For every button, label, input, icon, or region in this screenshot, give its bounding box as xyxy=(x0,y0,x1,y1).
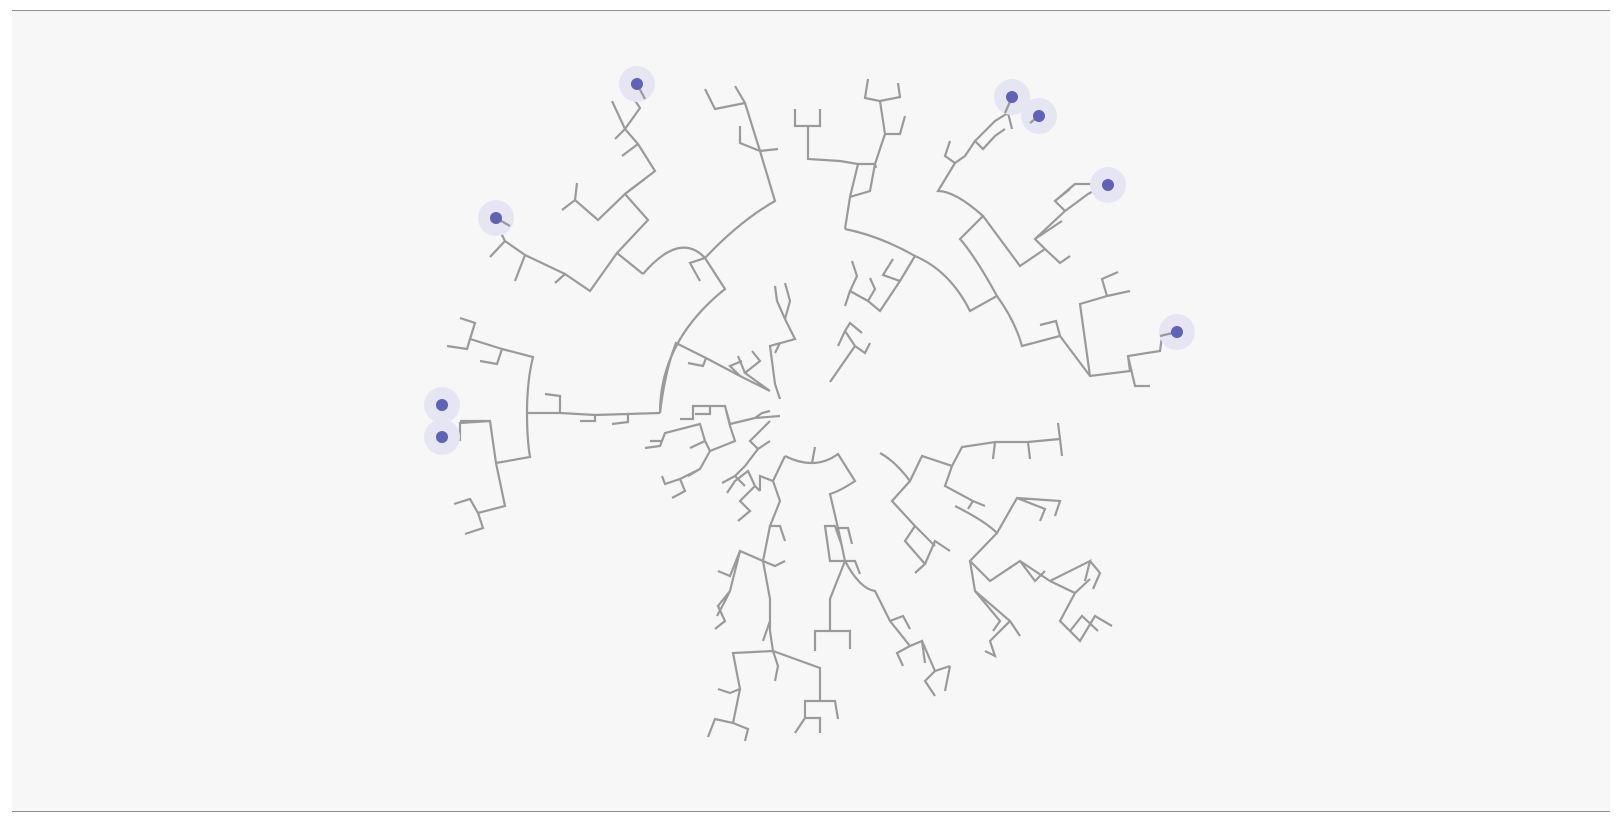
branch xyxy=(890,480,951,574)
branch xyxy=(968,560,1021,659)
highlighted-leaves xyxy=(424,66,1195,455)
branch xyxy=(810,446,817,464)
branch xyxy=(844,560,952,697)
highlighted-leaf[interactable] xyxy=(424,387,460,423)
radial-dendrogram xyxy=(424,66,1195,742)
branch xyxy=(527,392,661,426)
branch xyxy=(784,452,862,575)
branch xyxy=(704,85,779,259)
clade-upper-center xyxy=(793,78,917,383)
branch xyxy=(453,412,532,536)
branch xyxy=(748,420,771,450)
branch xyxy=(658,341,771,414)
clade-inner-lower-left xyxy=(644,404,781,499)
branch xyxy=(658,256,727,414)
highlighted-leaf[interactable] xyxy=(424,419,460,455)
clade-left xyxy=(446,316,661,536)
branch xyxy=(489,220,644,293)
highlighted-leaf[interactable] xyxy=(619,66,655,102)
branch xyxy=(829,321,871,383)
branch xyxy=(721,440,771,487)
highlighted-leaf[interactable] xyxy=(1159,314,1195,350)
branch xyxy=(996,270,1169,388)
branch xyxy=(982,182,1101,268)
branch xyxy=(624,178,646,195)
branch xyxy=(813,560,852,651)
branch xyxy=(561,95,657,254)
clade-upper-right xyxy=(914,111,1169,388)
clade-upper-left xyxy=(489,85,779,414)
branch xyxy=(446,316,535,414)
highlighted-leaf[interactable] xyxy=(1090,167,1126,203)
branch xyxy=(726,469,761,522)
highlighted-leaf[interactable] xyxy=(1021,98,1057,134)
tree-canvas xyxy=(12,10,1610,812)
branch xyxy=(706,560,840,742)
clade-lower-bottom xyxy=(706,420,840,742)
branch xyxy=(714,455,787,630)
clade-lower-center xyxy=(784,446,952,697)
branch xyxy=(954,496,1113,643)
highlighted-leaf[interactable] xyxy=(478,200,514,236)
branch xyxy=(879,422,1064,510)
branch xyxy=(793,78,907,230)
branch xyxy=(914,111,1014,313)
clade-lower-right xyxy=(879,422,1113,659)
clade-inner-left xyxy=(658,282,797,414)
branch xyxy=(768,282,797,400)
branch xyxy=(644,404,781,499)
branch xyxy=(642,246,706,275)
highlighted-leaf[interactable] xyxy=(994,79,1030,115)
branch xyxy=(843,227,917,313)
